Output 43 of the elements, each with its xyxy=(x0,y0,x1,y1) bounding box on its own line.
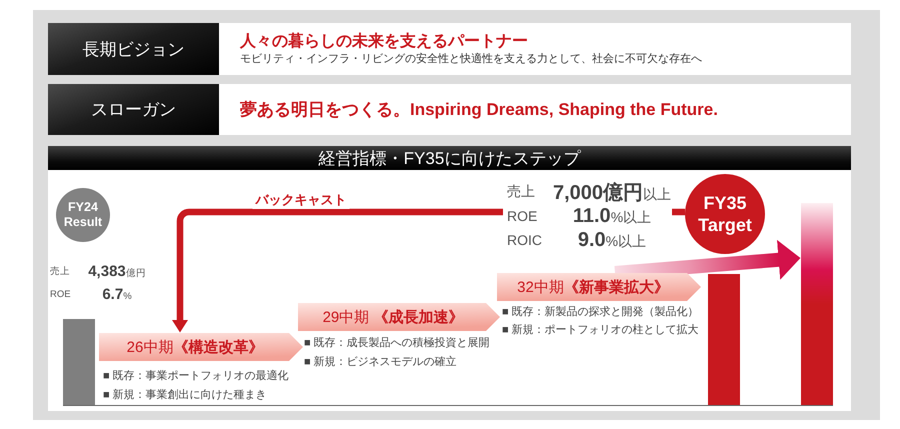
section-panel xyxy=(48,146,851,411)
circle-label: FY24 Result xyxy=(62,200,104,230)
target-bar xyxy=(708,274,740,405)
slogan-text: 夢ある明日をつくる。Inspiring Dreams, Shaping the Future. xyxy=(240,99,718,121)
metric-value: 11.0%以上 xyxy=(572,204,652,228)
chevron-banner xyxy=(298,303,500,331)
chevron-banner xyxy=(497,273,701,301)
statement-body: モビリティ・インフラ・リビングの安全性と快適性を支える力として、社会に不可欠な存在へ xyxy=(240,52,702,66)
edge-label: バックキャスト xyxy=(252,191,350,209)
metric-label: ROIC xyxy=(507,232,542,248)
metric-value: 6.7% xyxy=(102,286,132,303)
statement-heading: 人々の暮らしの未来を支えるパートナー xyxy=(240,32,528,52)
circle-label: FY35 Target xyxy=(697,192,753,236)
banner-title: 26中期《構造改革》 xyxy=(126,338,264,356)
block-arrow xyxy=(614,240,800,280)
metric-value: 7,000億円以上 xyxy=(552,180,672,206)
chevron-banner xyxy=(99,333,303,361)
category-tab xyxy=(48,23,219,75)
category-title: スローガン xyxy=(91,99,176,121)
elbow-arrow xyxy=(172,208,503,332)
banner-title: 32中期《新事業拡大》 xyxy=(517,278,669,296)
bullet-text: ■ 既存：成長製品への積極投資と展開 xyxy=(304,336,490,351)
metric-value: 4,383億円 xyxy=(88,263,146,280)
result-bar xyxy=(63,319,95,405)
connector-line xyxy=(672,208,686,216)
metric-label: 売上 xyxy=(507,183,535,201)
metric-label: ROE xyxy=(507,208,538,224)
metric-label: ROE xyxy=(50,289,71,300)
banner-title: 29中期 《成長加速》 xyxy=(322,308,464,326)
category-title: 長期ビジョン xyxy=(82,38,184,60)
target-bar xyxy=(801,203,833,405)
slogan-panel xyxy=(219,84,851,135)
category-tab xyxy=(48,84,219,135)
bullet-text: ■ 新規：事業創出に向けた種まき xyxy=(103,388,267,403)
metric-value: 9.0%以上 xyxy=(578,228,646,252)
section-title: 経営指標・FY35に向けたステップ xyxy=(318,148,580,170)
statement-panel xyxy=(219,23,851,75)
bullet-text: ■ 新規：ビジネスモデルの確立 xyxy=(304,354,457,370)
result-circle xyxy=(56,188,110,242)
metric-label: 売上 xyxy=(50,265,70,278)
bullet-text: ■ 既存：事業ポートフォリオの最適化 xyxy=(103,368,289,384)
bullet-text: ■ 新規：ポートフォリオの柱として拡大 xyxy=(502,322,699,338)
bullet-text: ■ 既存：新製品の探求と開発（製品化） xyxy=(502,304,699,320)
